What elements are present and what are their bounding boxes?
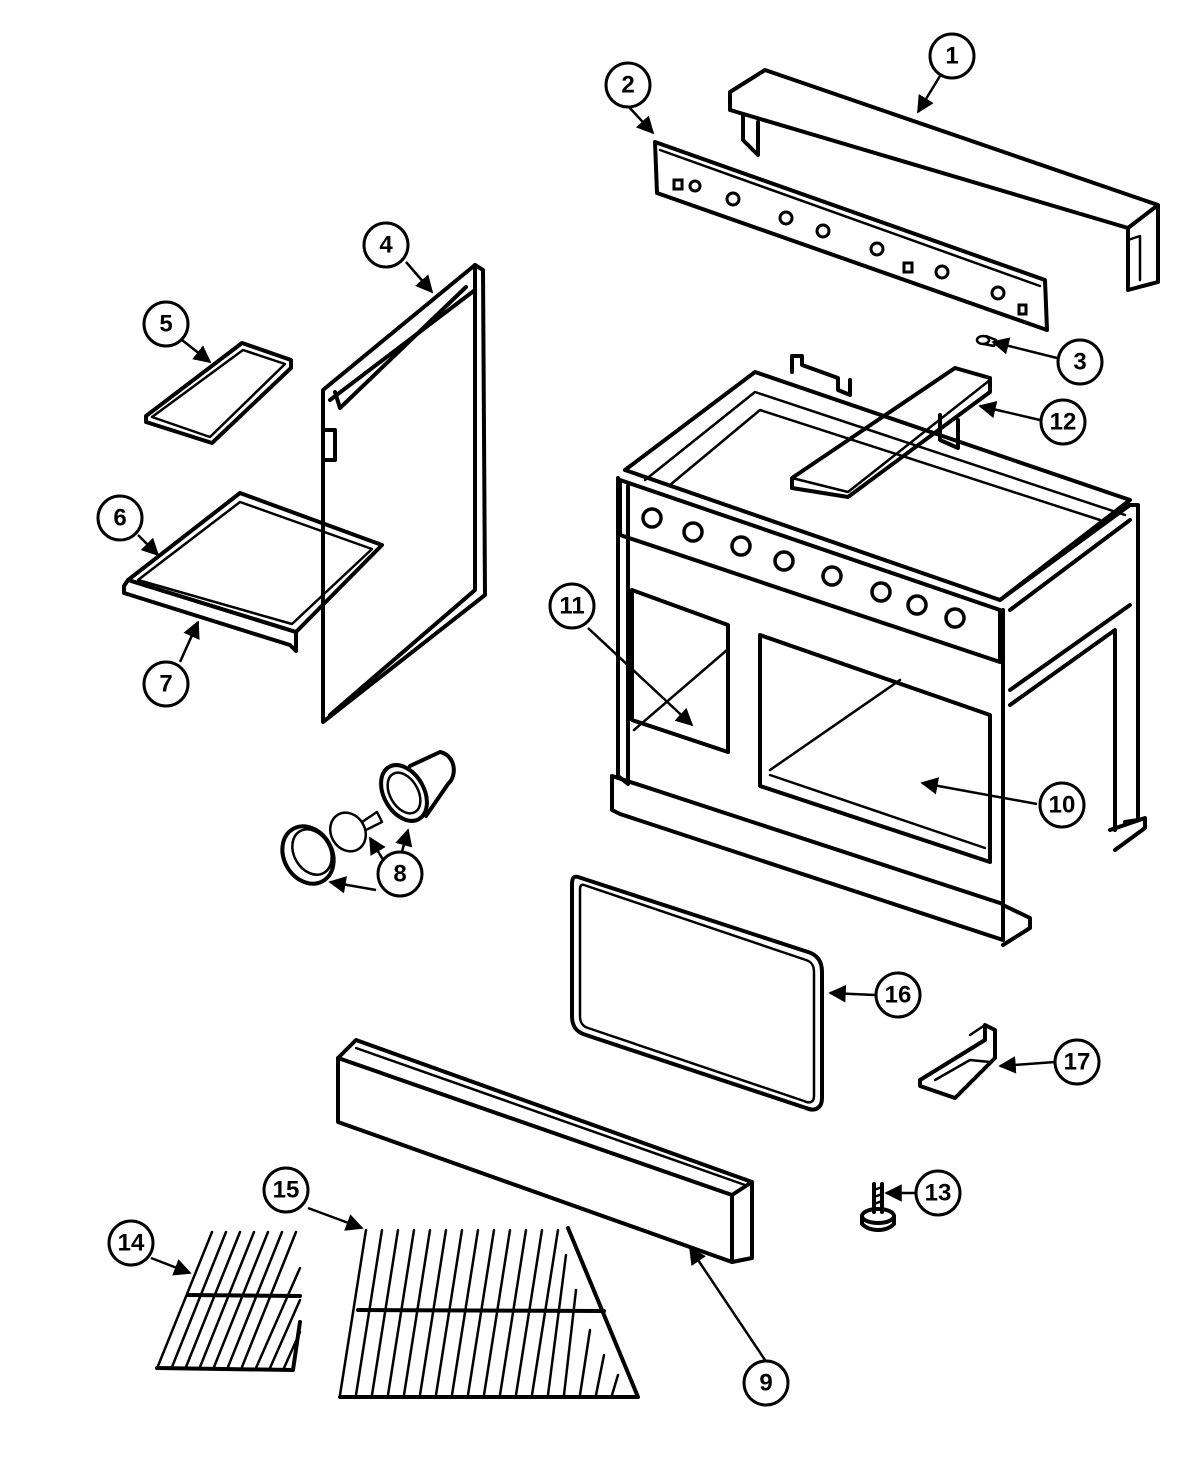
leader-14 xyxy=(150,1256,192,1276)
callout-17-label: 17 xyxy=(1064,1049,1091,1076)
callout-7-label: 7 xyxy=(159,671,172,698)
part-door-gasket xyxy=(570,874,824,1112)
callout-4-label: 4 xyxy=(379,232,393,259)
part-leveling-leg xyxy=(860,1182,896,1232)
callout-10-label: 10 xyxy=(1049,792,1076,819)
leader-10 xyxy=(920,777,1038,806)
callout-16: 16 xyxy=(874,971,922,1019)
callout-14-label: 14 xyxy=(118,1230,145,1257)
callout-12: 12 xyxy=(1039,398,1087,446)
callout-5-label: 5 xyxy=(159,311,172,338)
callout-3-label: 3 xyxy=(1073,349,1086,376)
callout-13-label: 13 xyxy=(925,1180,952,1207)
leader-6 xyxy=(137,534,160,557)
callout-11-label: 11 xyxy=(559,593,584,620)
leader-4 xyxy=(405,261,434,294)
leader-9 xyxy=(688,1246,767,1361)
callout-17: 17 xyxy=(1053,1038,1101,1086)
part-small-tray xyxy=(144,341,293,445)
callout-1: 1 xyxy=(928,32,976,80)
part-screw xyxy=(975,334,998,348)
part-kick-plate xyxy=(336,1038,754,1264)
leader-7 xyxy=(178,620,200,663)
callout-11: 11 xyxy=(548,582,596,630)
part-backguard-top-trim xyxy=(728,68,1160,292)
callout-7: 7 xyxy=(142,660,190,708)
leader-2 xyxy=(627,105,655,135)
leader-lines xyxy=(137,75,1058,1361)
callout-8: 8 xyxy=(376,850,424,898)
leader-5 xyxy=(181,339,212,364)
callout-4: 4 xyxy=(362,221,410,269)
part-small-oven-rack xyxy=(155,1230,302,1372)
part-side-panel xyxy=(321,263,487,724)
callout-15: 15 xyxy=(262,1166,310,1214)
callout-9: 9 xyxy=(742,1359,790,1407)
callout-2: 2 xyxy=(604,61,652,109)
callout-6: 6 xyxy=(96,494,144,542)
callout-16-label: 16 xyxy=(885,982,912,1009)
leader-16 xyxy=(828,984,876,1003)
leader-1 xyxy=(916,75,942,114)
callout-5: 5 xyxy=(142,300,190,348)
callout-15-label: 15 xyxy=(273,1177,300,1204)
part-range-body-frame xyxy=(610,354,1147,947)
callout-14: 14 xyxy=(107,1219,155,1267)
callout-9-label: 9 xyxy=(759,1370,772,1397)
leader-12 xyxy=(978,401,1041,422)
callout-6-label: 6 xyxy=(113,505,126,532)
part-anti-tip-bracket xyxy=(918,1023,997,1100)
leader-11 xyxy=(587,627,694,727)
part-shelf-front-trim xyxy=(122,578,298,653)
callout-2-label: 2 xyxy=(621,72,634,99)
callout-10: 10 xyxy=(1038,781,1086,829)
part-shelf xyxy=(126,491,384,634)
callout-13: 13 xyxy=(914,1169,962,1217)
part-large-oven-rack xyxy=(338,1226,640,1399)
part-oven-light-assembly xyxy=(280,750,456,886)
leader-8a xyxy=(328,876,377,894)
leader-3 xyxy=(991,337,1058,360)
callout-1-label: 1 xyxy=(945,43,958,70)
callout-3: 3 xyxy=(1056,338,1104,386)
part-control-panel-plate xyxy=(653,140,1049,332)
leader-17 xyxy=(998,1056,1056,1074)
callout-12-label: 12 xyxy=(1050,409,1077,436)
callout-8-label: 8 xyxy=(393,861,406,888)
leader-15 xyxy=(307,1206,364,1231)
